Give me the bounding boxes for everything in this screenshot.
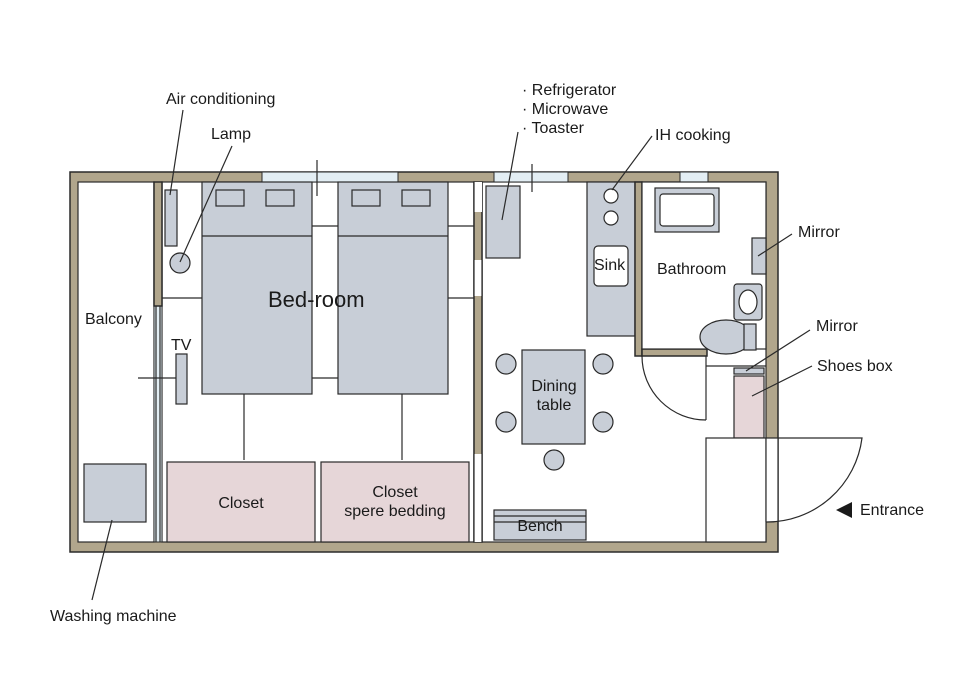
entrance-gap [766, 438, 778, 522]
ih-burner [603, 210, 619, 226]
label-shoes-box: Shoes box [817, 358, 893, 375]
sink-basin [593, 245, 629, 287]
closet-bedding [320, 461, 470, 543]
label-bench: Bench [517, 518, 562, 535]
label-closet: Closet [218, 495, 264, 512]
label-washing-machine: Washing machine [50, 608, 177, 625]
label-spere-bedding: spere bedding [344, 503, 445, 520]
leader-fridge [501, 131, 519, 221]
shoes-box [733, 375, 765, 439]
bathroom-wall [641, 348, 708, 357]
door-gap [474, 182, 482, 212]
label-mirror-entry: Mirror [816, 318, 858, 335]
dining-table [521, 349, 586, 445]
label-sink: Sink [594, 257, 626, 274]
lamp [169, 252, 191, 274]
label-tv: TV [171, 337, 192, 354]
label-bedroom: Bed-room [268, 287, 365, 312]
bedroom-window [261, 171, 399, 183]
label-dining: Dining [531, 378, 576, 395]
pillow [215, 189, 245, 207]
bench [493, 509, 587, 541]
leader-shoes-box [751, 365, 813, 397]
closet [166, 461, 316, 543]
label-bathroom: Bathroom [657, 261, 726, 278]
bathroom-window [679, 171, 709, 183]
ih-burner [603, 188, 619, 204]
label-toaster: · Toaster [522, 120, 585, 137]
chair [543, 449, 565, 471]
leader-lamp [179, 145, 233, 263]
label-lamp: Lamp [211, 126, 251, 143]
label-closet-2: Closet [372, 484, 418, 501]
bath-door-swing [641, 355, 707, 421]
label-entrance: Entrance [860, 502, 924, 519]
mirror-entry [733, 367, 765, 375]
bathroom-wall [634, 181, 643, 357]
balcony-wall-segment [153, 181, 163, 307]
door-gap [474, 454, 482, 542]
toilet-tank [743, 323, 757, 351]
label-microwave: · Microwave [522, 101, 608, 118]
leader-air-conditioning [169, 109, 184, 196]
tv [175, 353, 188, 405]
leader-ih [611, 135, 653, 191]
leader-mirror-bath [757, 233, 793, 257]
washing-machine [83, 463, 147, 523]
label-refrigerator: · Refrigerator [522, 82, 617, 99]
chair [592, 353, 614, 375]
leader-washing-machine [91, 519, 113, 601]
air-conditioner [164, 189, 178, 247]
pillow [351, 189, 381, 207]
chair [592, 411, 614, 433]
kitchen-window [493, 171, 569, 183]
entrance-floor [705, 437, 767, 543]
label-balcony: Balcony [85, 311, 142, 328]
washbasin-bowl [738, 289, 758, 315]
entrance-arrow-icon [836, 502, 852, 518]
pillow [265, 189, 295, 207]
chair [495, 353, 517, 375]
label-table: table [537, 397, 572, 414]
pillow [401, 189, 431, 207]
label-air-conditioning: Air conditioning [166, 91, 275, 108]
door-gap [474, 260, 482, 296]
bathtub-inner [659, 193, 715, 227]
refrigerator [485, 185, 521, 259]
leader-mirror-entry [745, 329, 811, 372]
bed-right [337, 181, 449, 395]
entrance-door-swing [765, 437, 863, 523]
chair [495, 411, 517, 433]
label-mirror-bath: Mirror [798, 224, 840, 241]
label-ih-cooking: IH cooking [655, 127, 731, 144]
bed-left [201, 181, 313, 395]
